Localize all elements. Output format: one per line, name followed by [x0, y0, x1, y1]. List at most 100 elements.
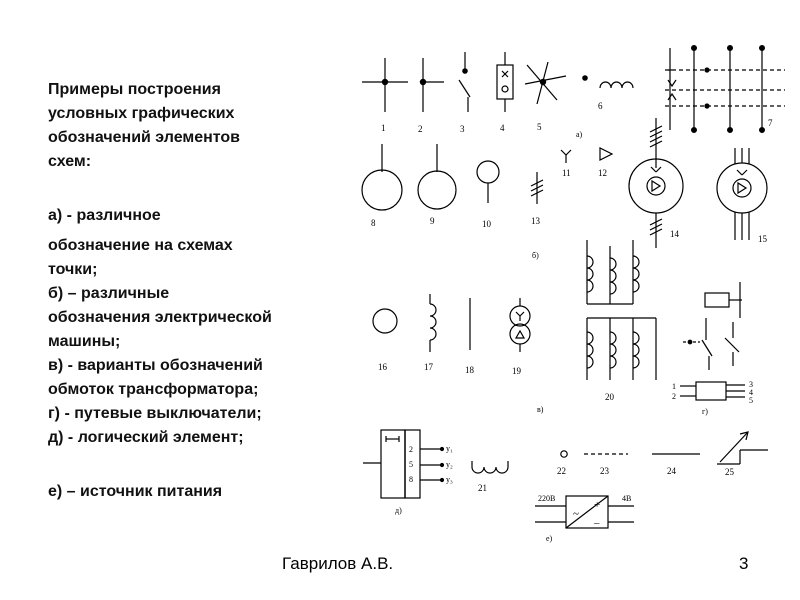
symbol-2-dot-tee: 2	[418, 58, 444, 134]
footer-author: Гаврилов А.В.	[282, 554, 394, 573]
figure-number: 7	[768, 118, 773, 128]
figure-number: 25	[725, 467, 735, 477]
figure-number: 6	[598, 101, 603, 111]
title-line: условных графических	[48, 105, 235, 122]
item-line: обозначения электрической	[48, 309, 272, 326]
figure-number: 12	[598, 168, 607, 178]
power-output-label: 4В	[622, 494, 631, 503]
figure-number: 14	[670, 229, 680, 239]
symbol-logic-element: 2 5 8 y₁ y₂ y₃	[363, 429, 453, 499]
symbol-1-dot-cross: 1	[362, 58, 408, 133]
figure-number: 24	[667, 466, 677, 476]
pin-label: 5	[749, 396, 753, 405]
figure-number: 23	[600, 466, 610, 476]
symbol-23-dashed-line: 23	[584, 453, 628, 476]
symbol-6-coil-dot: 6	[582, 75, 634, 111]
item-a-cont: обозначение на схемах точки;	[48, 234, 233, 282]
title-line: схем:	[48, 153, 92, 170]
symbol-18-line: 18	[465, 298, 475, 375]
figure-number: 20	[605, 392, 615, 402]
logic-pin: 2	[409, 445, 413, 454]
logic-pin: 8	[409, 475, 413, 484]
title-text: Примеры построения условных графических …	[48, 78, 240, 174]
figure-number: 18	[465, 365, 475, 375]
title-line: Примеры построения	[48, 81, 221, 98]
group-label-g: г)	[702, 407, 708, 416]
symbol-10-machine: 10	[476, 160, 500, 229]
pin-label: 4	[749, 388, 753, 397]
group-label-b: б)	[532, 251, 539, 260]
item-line: е) – источник питания	[48, 483, 223, 500]
pin-label: 2	[672, 392, 676, 401]
group-label-v: в)	[537, 405, 544, 414]
item-line: обмоток трансформатора;	[48, 381, 259, 398]
symbol-17-coil: 17	[424, 294, 437, 372]
logic-output: y₃	[446, 475, 453, 484]
pin-label: 1	[672, 382, 676, 391]
item-line: обозначение на схемах	[48, 237, 233, 254]
symbol-7-multi-contact: 7	[665, 44, 785, 133]
symbol-14-motor: 14	[628, 118, 684, 248]
figure-number: 21	[478, 483, 487, 493]
item-line: машины;	[48, 333, 121, 350]
item-line: б) – различные	[48, 285, 170, 302]
item-v: в) - варианты обозначений обмоток трансф…	[48, 354, 263, 402]
symbol-4-contactor: 4	[496, 52, 514, 133]
symbol-power-supply: ~ + – 220В 4В	[535, 494, 634, 529]
symbol-8-machine: 8	[361, 144, 403, 228]
symbol-22-terminal: 22	[557, 450, 568, 476]
power-input-label: 220В	[538, 494, 555, 503]
logic-output: y₁	[446, 444, 453, 453]
group-label-e: е)	[546, 534, 553, 543]
group-label-d: д)	[395, 506, 402, 515]
figure-number: 10	[482, 219, 492, 229]
ac-symbol: ~	[573, 508, 579, 520]
item-line: г) - путевые выключатели;	[48, 405, 262, 422]
logic-pin: 5	[409, 460, 413, 469]
figure-number: 8	[371, 218, 376, 228]
symbol-5-junction: 5	[524, 61, 567, 132]
item-line: а) - различное	[48, 207, 161, 224]
figure-number: 22	[557, 466, 566, 476]
figure-number: 5	[537, 122, 542, 132]
pin-label: 3	[749, 380, 753, 389]
symbol-13-multi-line: 13	[530, 172, 544, 226]
symbol-limit-switch-block: 1 2 3 4 5	[672, 380, 753, 405]
logic-output: y₂	[446, 460, 453, 469]
figure-number: 3	[460, 124, 465, 134]
figure-number: 4	[500, 123, 505, 133]
item-line: в) - варианты обозначений	[48, 357, 263, 374]
symbol-21-coil-horizontal: 21	[471, 461, 509, 493]
item-e: е) – источник питания	[48, 480, 222, 504]
item-d: д) - логический элемент;	[48, 426, 244, 450]
figure-number: 16	[378, 362, 388, 372]
figure-number: 13	[531, 216, 541, 226]
item-g: г) - путевые выключатели;	[48, 402, 262, 426]
minus-symbol: –	[593, 517, 600, 529]
symbol-11-star: 11	[560, 149, 572, 178]
symbol-transformer-3ph-top	[586, 240, 640, 305]
item-line: д) - логический элемент;	[48, 429, 244, 446]
symbol-24-line: 24	[652, 453, 700, 476]
figure-number: 15	[758, 234, 768, 244]
symbol-limit-switch-relay	[683, 282, 742, 370]
symbol-12-triangle: 12	[598, 147, 614, 178]
symbol-9-machine: 9	[417, 144, 457, 226]
plus-symbol: +	[594, 499, 600, 511]
symbol-19-transformer-circles: 19	[509, 298, 531, 376]
figure-number: 11	[562, 168, 571, 178]
figure-number: 17	[424, 362, 434, 372]
figure-number: 1	[381, 123, 386, 133]
figure-number: 19	[512, 366, 522, 376]
page-number: 3	[739, 554, 749, 573]
group-label-a: а)	[576, 130, 583, 139]
item-a: а) - различное	[48, 204, 161, 228]
item-line: точки;	[48, 261, 98, 278]
symbol-3-switch: 3	[458, 52, 471, 134]
figure-number: 2	[418, 124, 423, 134]
symbol-15-motor: 15	[716, 148, 768, 244]
title-line: обозначений элементов	[48, 129, 241, 146]
figure-number: 9	[430, 216, 435, 226]
item-b: б) – различные обозначения электрической…	[48, 282, 272, 354]
